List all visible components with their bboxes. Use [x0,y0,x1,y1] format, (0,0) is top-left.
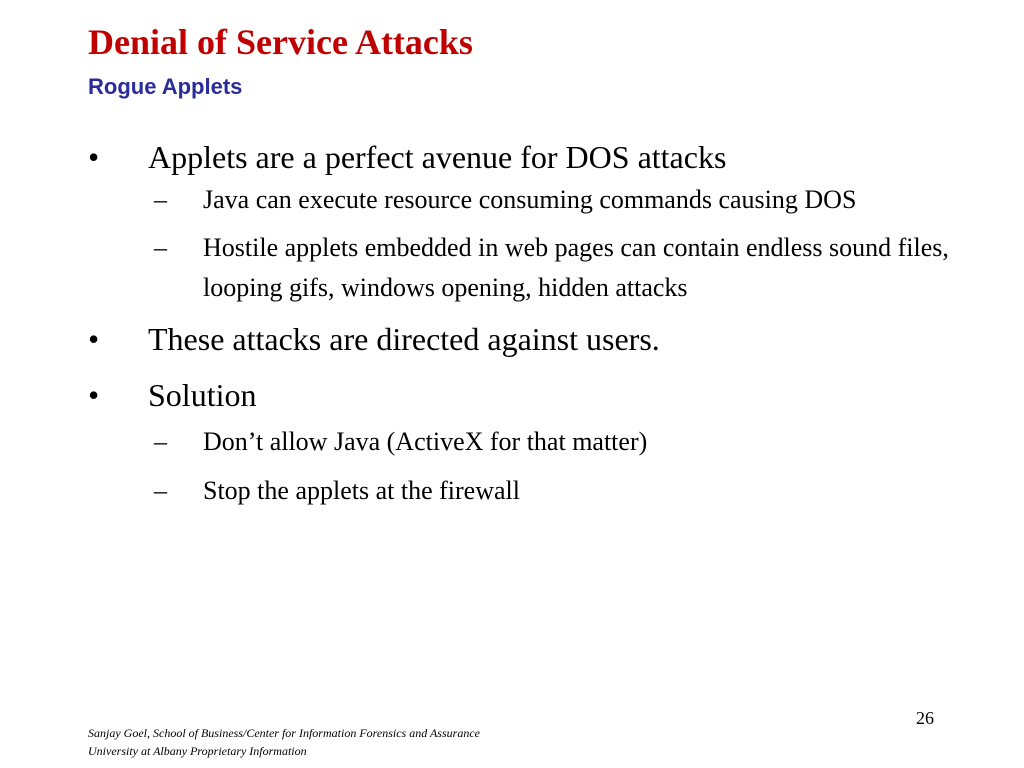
dash-marker: – [154,233,167,262]
footer-line: Sanjay Goel, School of Business/Center f… [88,726,480,740]
dash-marker: – [154,427,167,456]
bullet-item: • Applets are a perfect avenue for DOS a… [88,134,968,180]
page-number: 26 [916,708,934,728]
sub-bullet-text: Java can execute resource consuming comm… [203,185,857,214]
bullet-item: • Solution [88,372,968,418]
slide-subtitle: Rogue Applets [88,74,243,99]
sub-bullet-item: – Stop the applets at the firewall [88,471,968,511]
bullet-text: Applets are a perfect avenue for DOS att… [148,139,727,175]
sub-bullet-text: Stop the applets at the firewall [203,476,520,505]
dash-marker: – [154,476,167,505]
sub-bullet-text: Don’t allow Java (ActiveX for that matte… [203,427,648,456]
slide-title: Denial of Service Attacks [88,22,473,62]
bullet-list: • Applets are a perfect avenue for DOS a… [88,134,968,511]
bullet-text: These attacks are directed against users… [148,321,660,357]
bullet-text: Solution [148,377,257,413]
bullet-marker: • [88,377,100,413]
sub-bullet-item: – Don’t allow Java (ActiveX for that mat… [88,422,968,462]
sub-bullet-item: – Hostile applets embedded in web pages … [88,228,968,308]
sub-bullet-text: Hostile applets embedded in web pages ca… [203,233,949,302]
bullet-marker: • [88,139,100,175]
footer-line: University at Albany Proprietary Informa… [88,744,307,758]
dash-marker: – [154,185,167,214]
footer: Sanjay Goel, School of Business/Center f… [88,724,480,760]
sub-bullet-item: – Java can execute resource consuming co… [88,180,968,220]
bullet-item: • These attacks are directed against use… [88,316,968,362]
bullet-marker: • [88,321,100,357]
